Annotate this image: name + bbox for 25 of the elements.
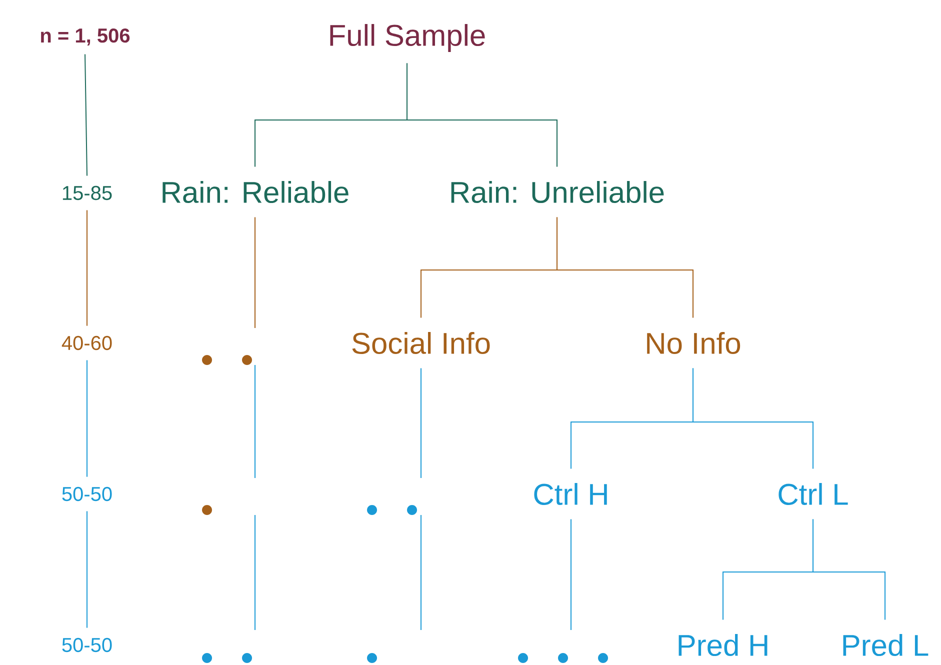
- connector-line: [406, 62, 558, 168]
- level-label: 50-50: [62, 486, 112, 502]
- level-label: 50-50: [62, 638, 112, 652]
- tree-node-label: Ctrl L: [778, 483, 848, 506]
- connector-line: [86, 510, 88, 628]
- connector-line: [86, 360, 88, 478]
- tree-node-label: No Info: [647, 332, 740, 354]
- level-label: 40-60: [62, 336, 112, 350]
- level-label: n = 1, 506: [41, 28, 130, 46]
- connector-line: [420, 368, 422, 478]
- tree-node-label: Full Sample: [330, 24, 485, 52]
- tree-node-label: Ctrl H: [534, 483, 607, 506]
- tree-node-label: Social Info: [352, 332, 490, 354]
- tree-node-label: Pred L: [843, 634, 928, 656]
- tree-node-label: Rain: Unreliable: [451, 181, 664, 204]
- tree-node-label: Rain: Reliable: [162, 181, 348, 204]
- connector-line: [692, 368, 814, 470]
- tree-node-label: Pred H: [678, 634, 768, 656]
- connector-line: [570, 518, 572, 630]
- connector-line: [556, 216, 694, 318]
- connector-line: [86, 210, 88, 326]
- connector-line: [84, 54, 88, 176]
- connector-line: [254, 216, 256, 328]
- connector-line: [812, 518, 886, 620]
- level-label: 15-85: [62, 186, 112, 200]
